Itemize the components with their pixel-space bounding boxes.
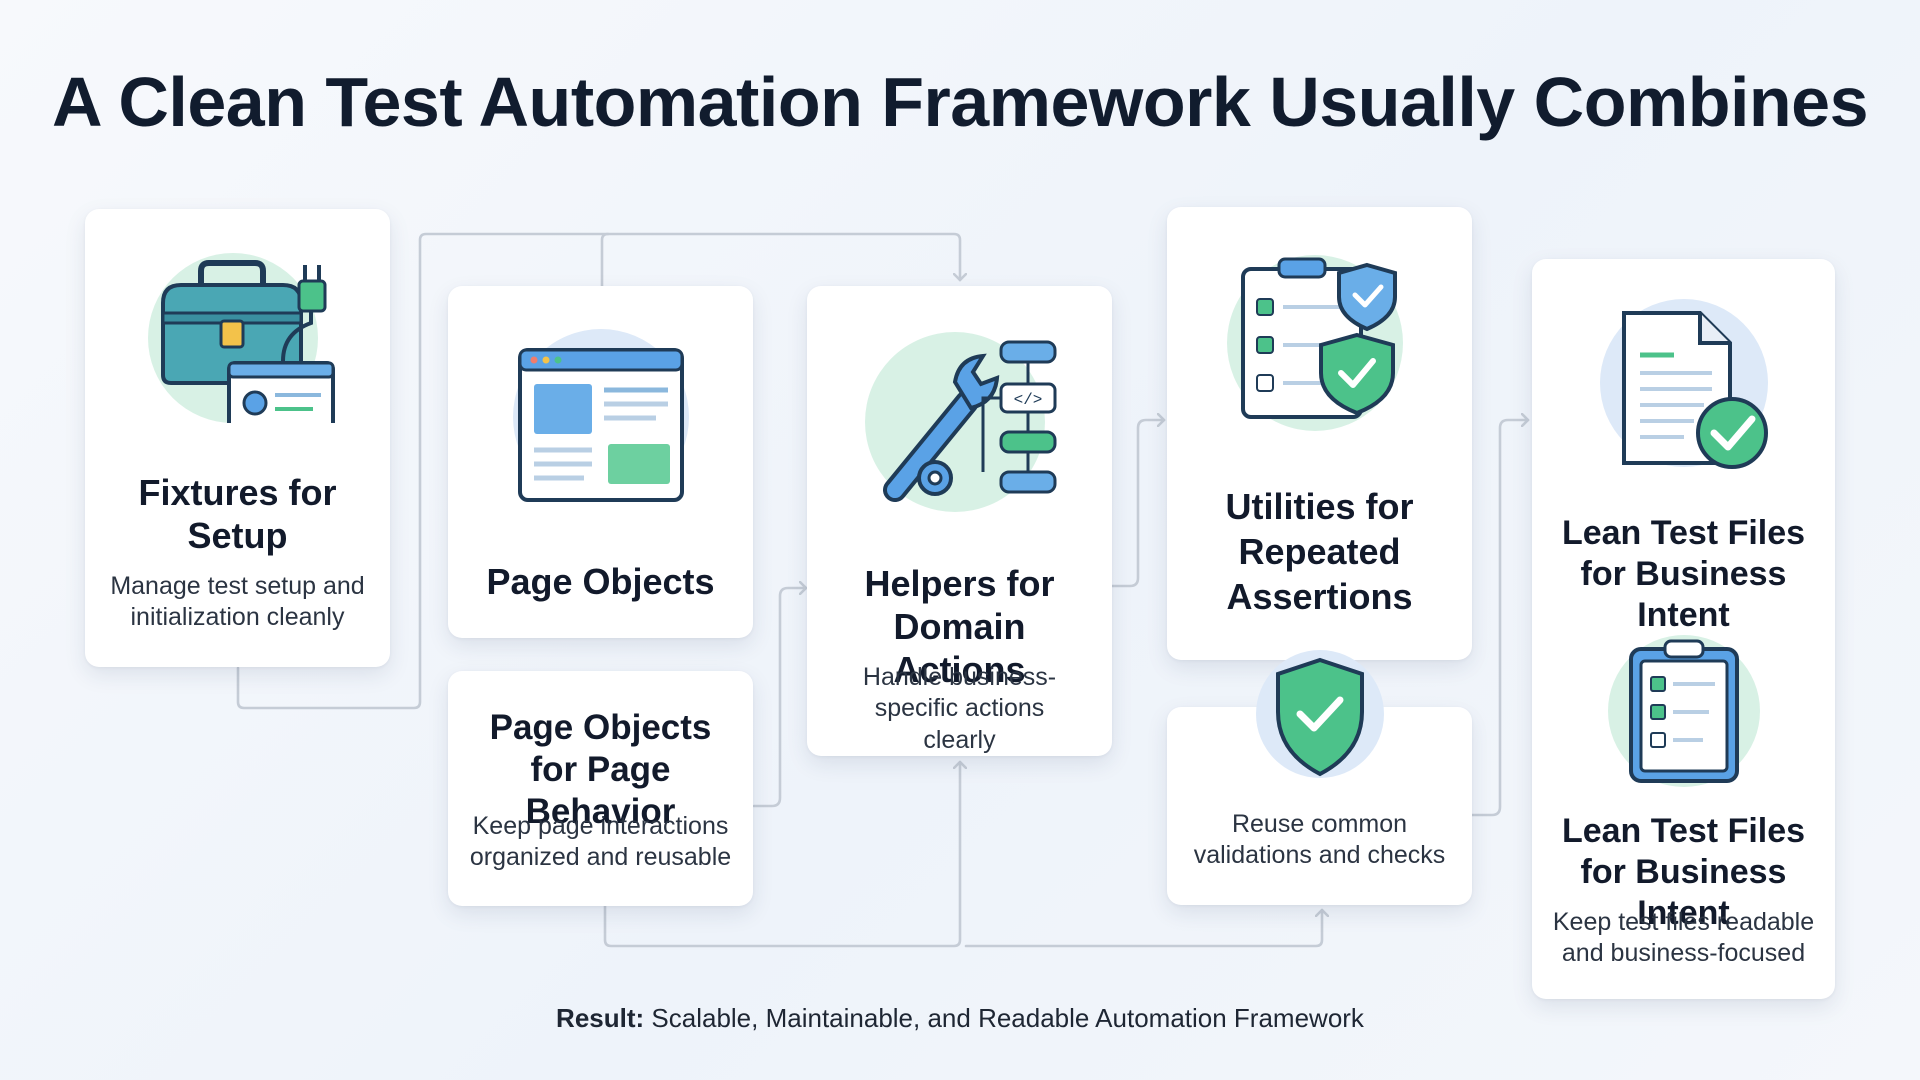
svg-text:</>: </> bbox=[1013, 391, 1042, 409]
checklist-clipboard-icon bbox=[1599, 631, 1769, 791]
result-text: Scalable, Maintainable, and Readable Aut… bbox=[651, 1003, 1364, 1033]
fixtures-desc: Manage test setup and initialization cle… bbox=[110, 572, 365, 632]
clipboard-shield-icon bbox=[1215, 243, 1425, 433]
document-check-icon bbox=[1584, 293, 1784, 483]
helpers-card: </> Helpers for Domain Actions Handle bu… bbox=[807, 286, 1112, 756]
page-objects-title: Page Objects bbox=[486, 561, 715, 602]
lean-desc: Keep test files readable and business-fo… bbox=[1552, 908, 1815, 968]
utilities-card: Utilities for Repeated Assertions bbox=[1167, 207, 1472, 660]
lean-title-bottom: Lean Test Files for Business Intent bbox=[1561, 812, 1806, 932]
page-behavior-desc: Keep page interactions organized and reu… bbox=[469, 812, 732, 872]
page-behavior-card: Page Objects for Page Behavior Keep page… bbox=[448, 671, 753, 906]
helpers-title: Helpers for Domain Actions bbox=[864, 563, 1055, 691]
browser-window-icon bbox=[496, 322, 706, 505]
fixtures-card: Fixtures for Setup Manage test setup and… bbox=[85, 209, 390, 667]
reuse-desc: Reuse common validations and checks bbox=[1193, 810, 1446, 870]
page-behavior-title: Page Objects for Page Behavior bbox=[489, 708, 712, 831]
diagram-title: A Clean Test Automation Framework Usuall… bbox=[51, 63, 1869, 141]
lean-title-top: Lean Test Files for Business Intent bbox=[1561, 514, 1806, 634]
wrench-flow-icon: </> bbox=[855, 322, 1065, 522]
fixtures-title: Fixtures for Setup bbox=[138, 472, 337, 557]
toolbox-icon bbox=[133, 243, 343, 431]
page-objects-card: Page Objects bbox=[448, 286, 753, 638]
result-label: Result: bbox=[556, 1003, 645, 1033]
result-statement: Result: Scalable, Maintainable, and Read… bbox=[0, 1003, 1920, 1034]
helpers-desc: Handle business-specific actions clearly bbox=[862, 663, 1057, 754]
utilities-title: Utilities for Repeated Assertions bbox=[1225, 486, 1414, 617]
shield-check-icon bbox=[1254, 648, 1386, 790]
lean-card: Lean Test Files for Business Intent Lean… bbox=[1532, 259, 1835, 999]
